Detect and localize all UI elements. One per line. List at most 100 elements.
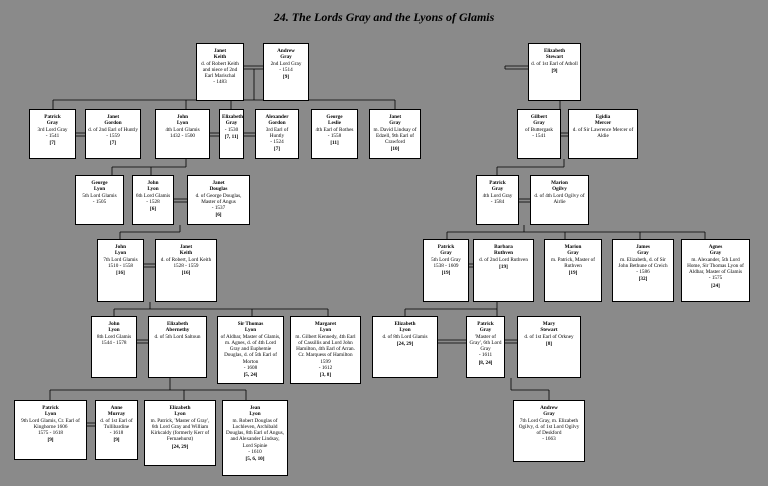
description: 8th Lord Glamis	[96, 333, 132, 340]
surname: Gray	[389, 120, 401, 127]
person-elizabeth-abernethy[interactable]: Elizabeth Abernethy d. of 5th Lord Salto…	[148, 316, 207, 378]
references: [24, 29]	[396, 340, 414, 347]
dates: 1510 - 1558	[107, 262, 134, 269]
given-name: Egidia	[595, 114, 611, 120]
given-name: Gilbert	[530, 114, 548, 120]
person-janet-douglas[interactable]: Janet Douglas d. of George Douglas, Mast…	[187, 175, 250, 225]
given-name: James	[636, 244, 650, 250]
references: [8, 24]	[478, 359, 493, 366]
references: [9]	[551, 67, 558, 74]
given-name: Andrew	[277, 48, 295, 54]
person-andrew-gray-2nd-lord[interactable]: Andrew Gray 2nd Lord Gray - 1514 [9]	[263, 43, 309, 101]
person-janet-gordon[interactable]: Janet Gordon d. of 2nd Earl of Huntly - …	[85, 109, 141, 159]
person-elizabeth-lyon-daughter[interactable]: Elizabeth Lyon d. of 8th Lord Glamis [24…	[372, 316, 438, 378]
person-patrick-gray-6th-lord[interactable]: Patrick Gray 'Master of Gray', 6th Lord …	[466, 316, 505, 378]
surname: Keith	[179, 250, 193, 257]
given-name: Jean	[249, 405, 261, 411]
references: [10]	[390, 146, 400, 153]
surname: Gordon	[104, 120, 122, 127]
description: 4th Lord Gray	[482, 192, 513, 199]
given-name: Patrick	[44, 114, 61, 120]
person-john-lyon-8th-lord[interactable]: John Lyon 8th Lord Glamis 1544 - 1578	[91, 316, 137, 378]
surname: Ogilvy	[552, 186, 567, 193]
person-barbara-ruthven[interactable]: Barbara Ruthven d. of 2nd Lord Ruthven […	[473, 239, 534, 302]
references: [8]	[545, 340, 553, 347]
person-andrew-gray-7th-lord[interactable]: Andrew Gray 7th Lord Gray, m. Elizabeth …	[513, 400, 585, 462]
surname: Gray	[440, 250, 452, 257]
dates: 1432 - 1500	[169, 132, 196, 139]
dates: - 1608	[243, 365, 258, 372]
person-patrick-gray-5th-lord[interactable]: Patrick Gray 5th Lord Gray 1538 - 1609 […	[423, 239, 469, 302]
references: [7]	[273, 146, 281, 153]
surname: Gray	[479, 327, 492, 334]
surname: Gray	[280, 54, 292, 61]
person-janet-keith[interactable]: Janet Keith d. of Robert Keith and niece…	[196, 43, 244, 101]
references: [24, 29]	[171, 443, 189, 450]
references: [5, 6, 10]	[245, 456, 265, 463]
surname: Lyon	[174, 411, 186, 418]
description: d. of 1st Earl of Orkney	[524, 333, 574, 340]
given-name: John	[115, 244, 126, 250]
person-egidia-mercer[interactable]: Egidia Mercer d. of Sir Lawrence Mercer …	[568, 109, 638, 159]
person-alexander-gordon[interactable]: Alexander Gordon 3rd Earl of Huntly - 15…	[255, 109, 299, 159]
dates: - 1483	[213, 79, 227, 86]
description: m. Elizabeth, d. of Sir John Bethune of …	[618, 256, 668, 269]
given-name: Marion	[564, 244, 582, 250]
person-gilbert-gray[interactable]: Gilbert Gray of Buttergask - 1541	[517, 109, 561, 159]
given-name: Andrew	[540, 405, 558, 411]
dates: - 1530	[224, 126, 239, 133]
person-patrick-gray-3rd-lord[interactable]: Patrick Gray 3rd Lord Gray - 1541 [7]	[29, 109, 76, 159]
references: [9]	[47, 437, 54, 444]
person-agnes-gray[interactable]: Agnes Gray m. Alexander, 5th Lord Home, …	[681, 239, 750, 302]
person-jean-lyon[interactable]: Jean Lyon m. Robert Douglas of Lochleven…	[222, 400, 288, 476]
surname: Lyon	[249, 411, 261, 418]
surname: Gray	[491, 186, 504, 193]
person-john-lyon-4th-lord[interactable]: John Lyon 4th Lord Glamis 1432 - 1500	[155, 109, 210, 159]
references: [3, 8]	[319, 372, 332, 379]
person-elizabeth-stewart[interactable]: Elizabeth Stewart d. of 1st Earl of Atho…	[528, 43, 581, 101]
given-name: Janet	[213, 48, 227, 54]
given-name: John	[177, 114, 188, 120]
dates: - 1558	[327, 132, 342, 139]
given-name: Marion	[551, 180, 568, 186]
person-george-lyon-5th-lord[interactable]: George Lyon 5th Lord Glamis - 1505	[75, 175, 124, 225]
description: 5th Lord Glamis	[82, 192, 117, 199]
description: d. of Robert Keith and niece of 2nd Earl…	[201, 60, 239, 80]
person-janet-gray-lindsay[interactable]: Janet Gray m. David Lindsay of Edzell, 9…	[369, 109, 421, 159]
given-name: Elizabeth	[166, 321, 189, 327]
person-george-leslie[interactable]: George Leslie 4th Earl of Rothes - 1558 …	[311, 109, 358, 159]
person-sir-thomas-lyon[interactable]: Sir Thomas Lyon of Aldbar, Master of Gla…	[217, 316, 284, 384]
given-name: Mary	[542, 321, 556, 327]
surname: Lyon	[108, 327, 120, 334]
person-elizabeth-gray[interactable]: Elizabeth Gray - 1530 [7, 11]	[219, 109, 244, 159]
references: [19]	[499, 263, 508, 270]
given-name: Janet	[388, 114, 402, 120]
person-patrick-gray-4th-lord[interactable]: Patrick Gray 4th Lord Gray - 1584	[476, 175, 519, 225]
person-patrick-lyon-9th-lord[interactable]: Patrick Lyon 9th Lord Glamis, Cr. Earl o…	[14, 400, 87, 460]
person-elizabeth-lyon-gray[interactable]: Elizabeth Lyon m. Patrick, 'Master of Gr…	[144, 400, 216, 466]
person-anne-murray[interactable]: Anne Murray d. of 1st Earl of Tullibardi…	[95, 400, 138, 460]
references: [7]	[49, 140, 56, 147]
person-john-lyon-7th-lord[interactable]: John Lyon 7th Lord Glamis 1510 - 1558 [1…	[97, 239, 144, 302]
dates: - 1505	[92, 198, 107, 205]
surname: Gray	[46, 120, 59, 127]
person-janet-keith-lord-keith[interactable]: Janet Keith d. of Robert, Lord Keith 152…	[155, 239, 217, 302]
references: [7]	[109, 140, 117, 147]
person-marion-ogilvy[interactable]: Marion Ogilvy d. of 4th Lord Ogilvy of A…	[530, 175, 589, 225]
person-marion-gray[interactable]: Marion Gray m. Patrick, Master of Ruthve…	[544, 239, 602, 302]
person-james-gray[interactable]: James Gray m. Elizabeth, d. of Sir John …	[612, 239, 674, 302]
person-margaret-lyon[interactable]: Margaret Lyon m. Gilbert Kennedy, 4th Ea…	[290, 316, 361, 384]
dates: - 1584	[490, 198, 505, 205]
description: d. of 4th Lord Ogilvy of Airlie	[534, 192, 585, 205]
person-mary-stewart[interactable]: Mary Stewart d. of 1st Earl of Orkney [8…	[517, 316, 581, 378]
given-name: Elizabeth	[222, 114, 244, 120]
dates: - 1524	[270, 139, 284, 146]
description: 4th Earl of Rothes	[315, 126, 354, 133]
surname: Gray	[637, 250, 649, 257]
surname: Gray	[709, 250, 722, 257]
person-john-lyon-6th-lord[interactable]: John Lyon 6th Lord Glamis - 1528 [6]	[132, 175, 174, 225]
surname: Lyon	[244, 327, 257, 334]
given-name: John	[147, 180, 159, 186]
references: [6]	[149, 206, 157, 213]
description: d. of 1st Earl of Tullibardine	[100, 417, 133, 430]
